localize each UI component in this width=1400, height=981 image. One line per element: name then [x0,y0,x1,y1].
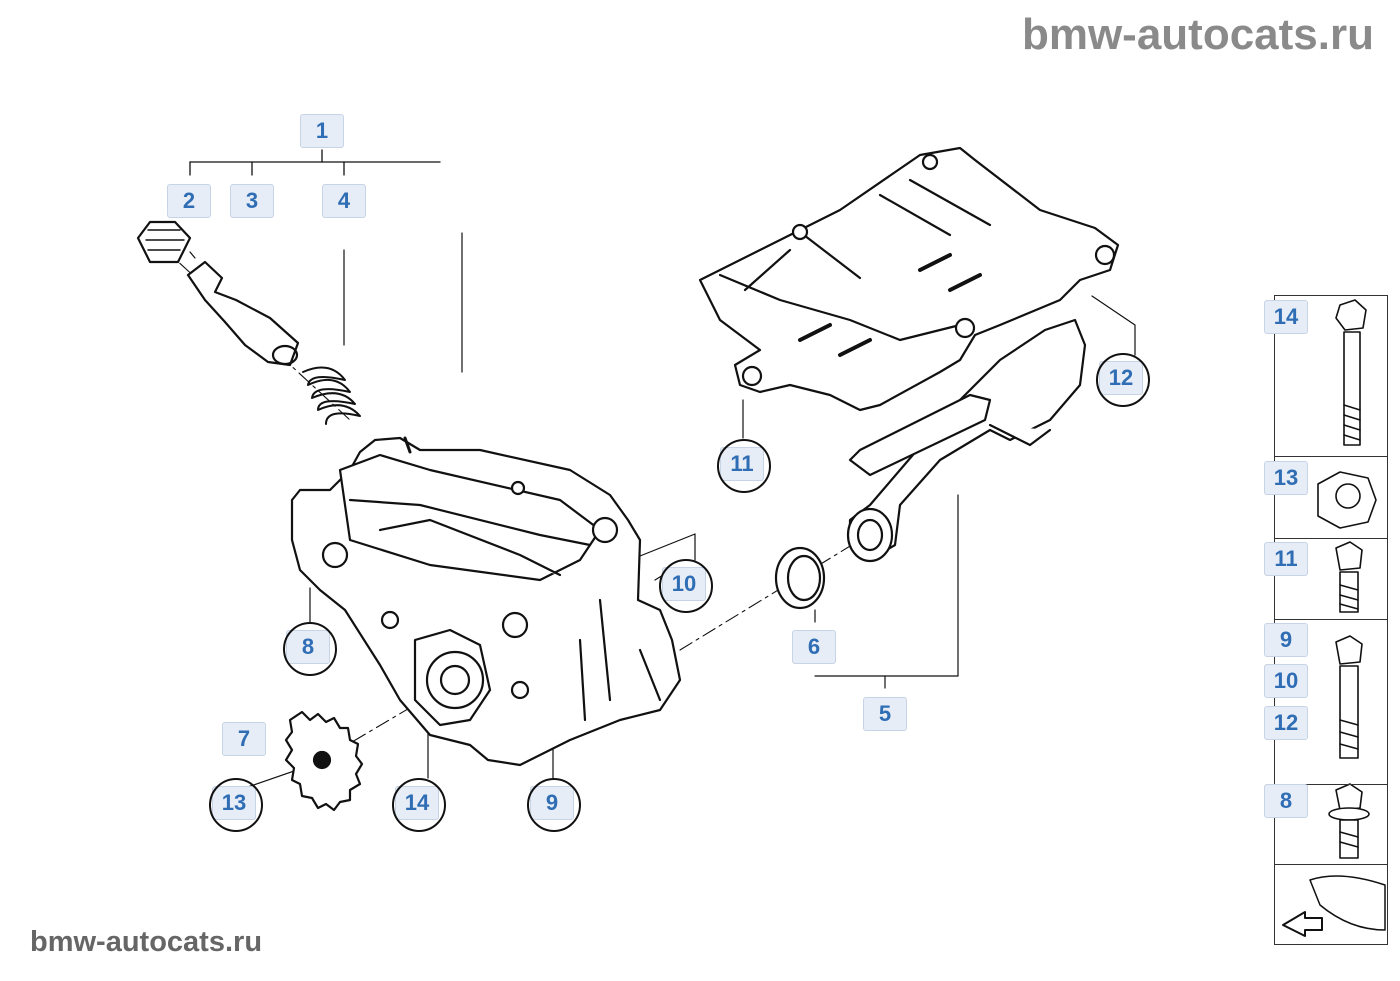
oil-intake-pipe [846,318,1087,563]
callout-14[interactable]: 14 [392,778,446,832]
watermark-top: bmw-autocats.ru [1021,10,1374,59]
strip-label-9[interactable]: 9 [1264,623,1308,657]
callout-8[interactable]: 8 [283,622,337,676]
plug-screw-part [136,220,192,264]
strip-label-13[interactable]: 13 [1264,461,1308,495]
strip-divider [1275,456,1387,457]
callout-12[interactable]: 12 [1096,353,1150,407]
strip-divider [1275,784,1387,785]
group-bracket-1 [189,149,441,176]
oil-pump-body [290,436,682,767]
callout-10[interactable]: 10 [659,559,713,613]
callout-11[interactable]: 11 [717,439,771,493]
strip-label-14[interactable]: 14 [1264,300,1308,334]
callout-1[interactable]: 1 [300,114,344,148]
strip-divider [1275,538,1387,539]
seal-ring-part [774,546,826,610]
strip-label-12[interactable]: 12 [1264,706,1308,740]
hex-nut-icon [1317,471,1377,529]
piston-part [186,260,300,367]
callout-4[interactable]: 4 [322,184,366,218]
strip-label-11[interactable]: 11 [1264,542,1308,576]
baffle-plate [698,146,1120,412]
short-bolt-icon [1335,541,1363,613]
spring-part [302,366,361,425]
callout-5[interactable]: 5 [863,697,907,731]
strip-label-8[interactable]: 8 [1264,784,1308,818]
callout-6[interactable]: 6 [792,630,836,664]
long-bolt-icon [1335,299,1367,446]
collar-bolt-icon [1328,783,1370,859]
callout-9[interactable]: 9 [527,778,581,832]
fastener-strip [1274,295,1388,945]
engine-location-thumbnail [1282,875,1386,937]
watermark-bottom: bmw-autocats.ru [30,926,263,958]
sprocket-part [284,710,364,812]
callout-7[interactable]: 7 [222,722,266,756]
strip-divider [1275,619,1387,620]
medium-bolt-icon [1335,635,1363,759]
strip-divider [1275,864,1387,865]
callout-13[interactable]: 13 [209,778,263,832]
strip-label-10[interactable]: 10 [1264,664,1308,698]
callout-3[interactable]: 3 [230,184,274,218]
callout-2[interactable]: 2 [167,184,211,218]
